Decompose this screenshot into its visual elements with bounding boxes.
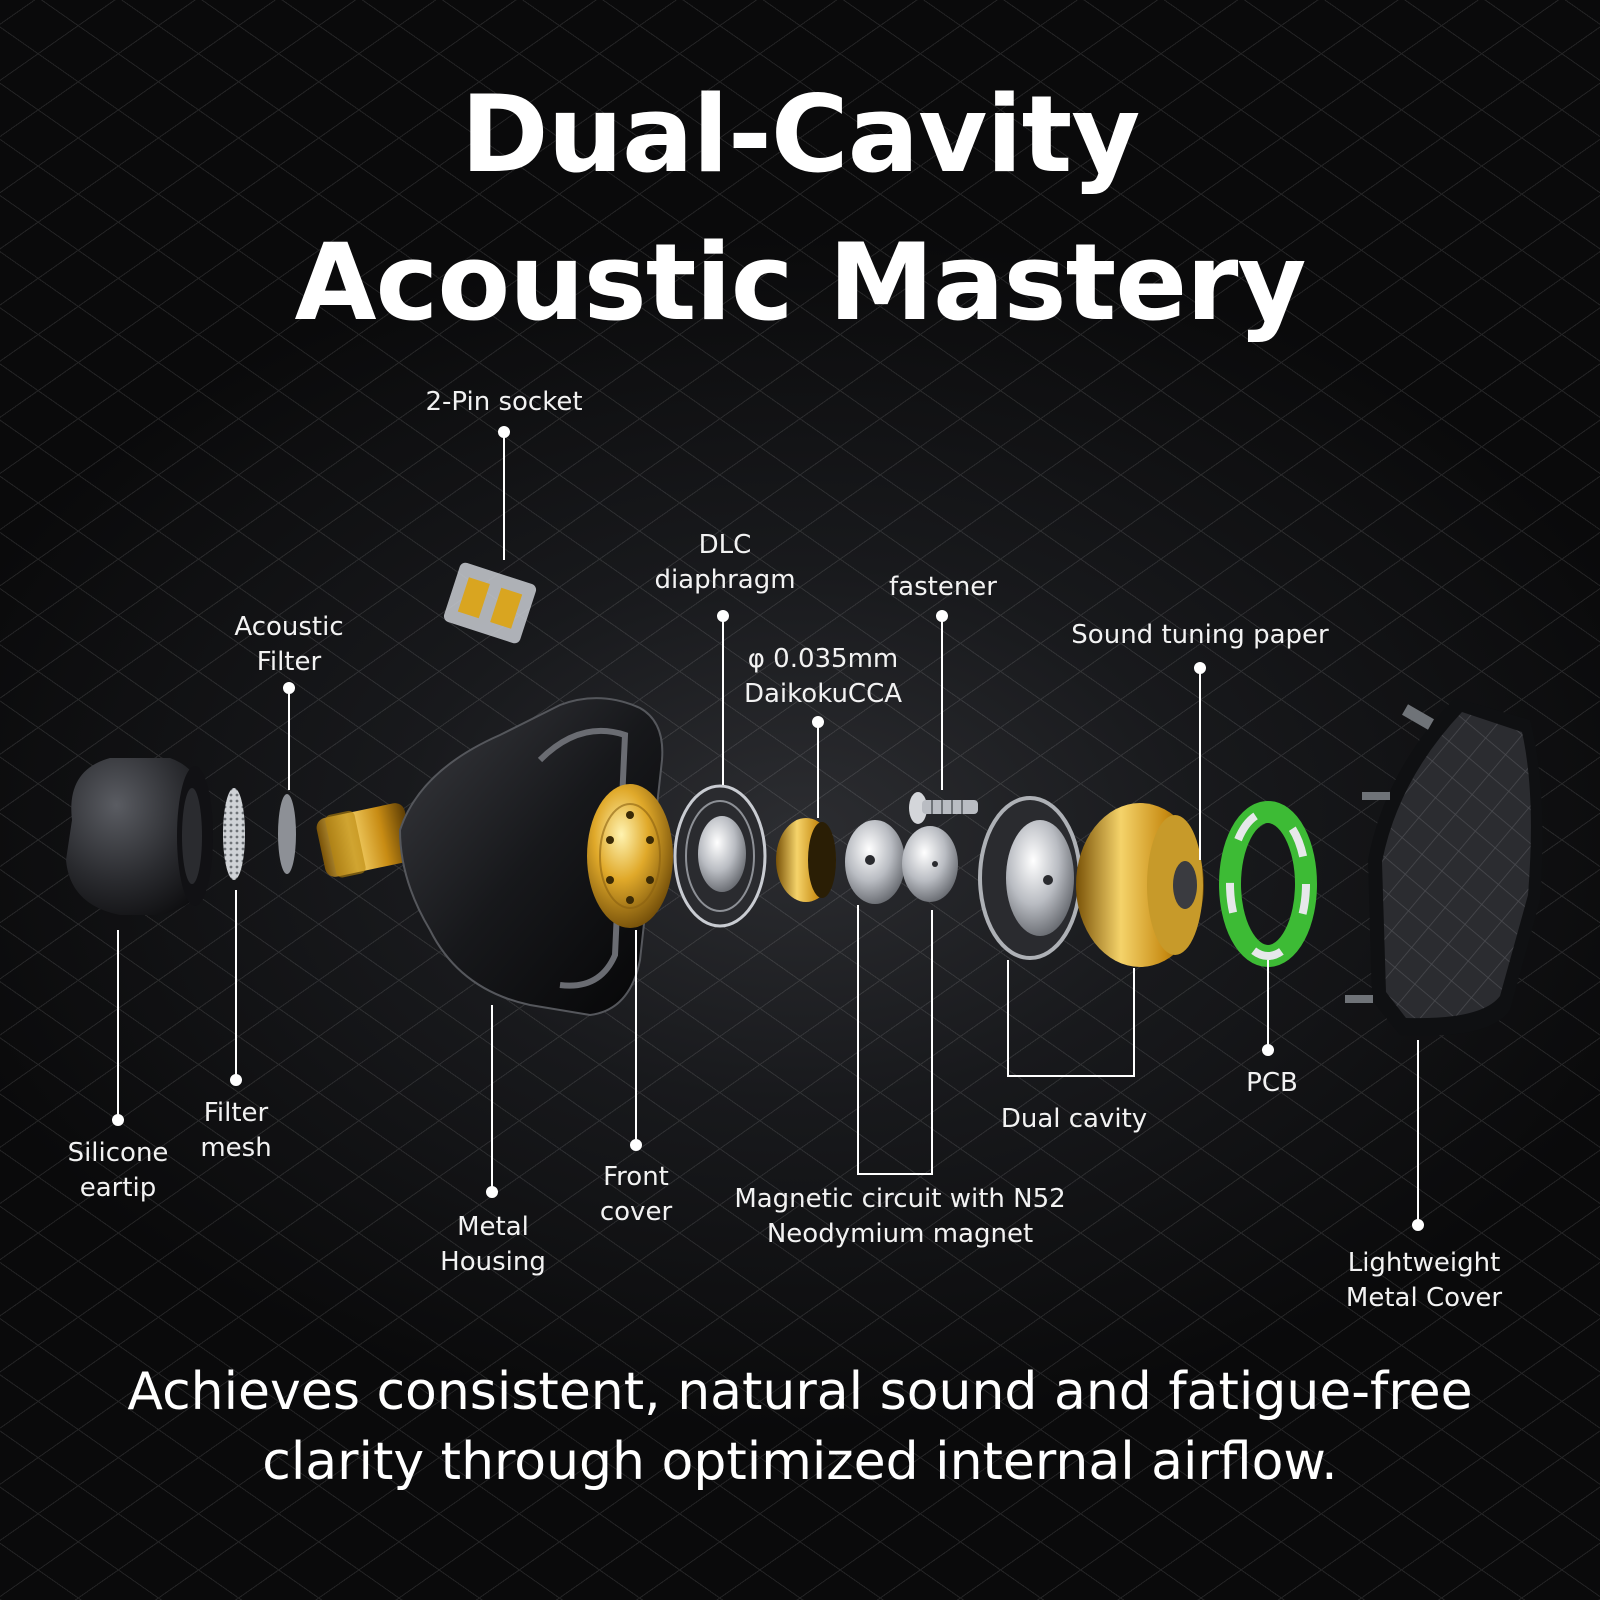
metal-housing-part (398, 697, 664, 1017)
label-dual-cavity: Dual cavity (1000, 1104, 1148, 1134)
label-fastener: fastener (889, 572, 997, 602)
rear-cavity-part (1076, 803, 1204, 967)
front-cavity-part (978, 796, 1082, 960)
voice-coil-part (776, 818, 836, 902)
caption-line-1: Achieves consistent, natural sound and f… (127, 1362, 1473, 1422)
label-2-pin-socket: 2-Pin socket (425, 387, 583, 417)
silicone-eartip-part (66, 758, 213, 915)
caption-line-2: clarity through optimized internal airfl… (262, 1432, 1338, 1492)
headline-line-1: Dual-Cavity (460, 73, 1141, 196)
label-pcb: PCB (1246, 1068, 1298, 1098)
fastener-part (909, 792, 978, 824)
magnet-washer-part (845, 820, 905, 904)
label-sound-tuning-paper: Sound tuning paper (1071, 620, 1329, 650)
pin-socket-part (443, 562, 537, 644)
headline-line-2: Acoustic Mastery (294, 221, 1306, 344)
nozzle-part (316, 803, 414, 878)
filter-mesh-part (223, 788, 245, 880)
front-cover-part (587, 784, 673, 928)
acoustic-filter-part (278, 794, 296, 874)
dlc-diaphragm-part (673, 784, 767, 928)
neodymium-magnet-part (902, 826, 958, 902)
leader-lines (112, 426, 1424, 1231)
metal-cover-part (1345, 698, 1543, 1036)
pcb-part (1219, 801, 1317, 967)
